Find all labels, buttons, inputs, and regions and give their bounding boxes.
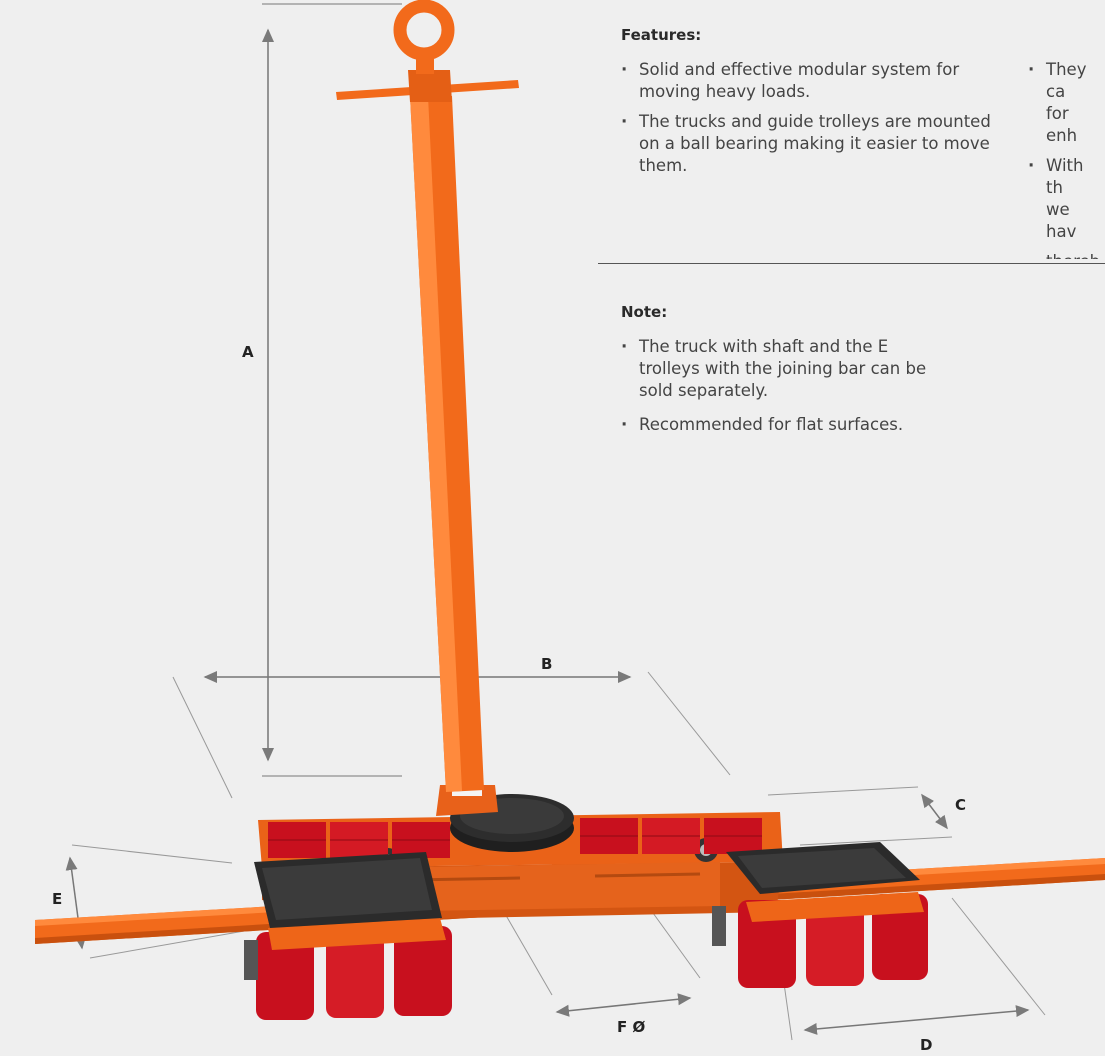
dimension-b-line bbox=[172, 671, 731, 799]
dimension-a-label: A bbox=[242, 343, 254, 361]
dimension-a-line bbox=[262, 3, 402, 777]
section-divider bbox=[598, 263, 1105, 264]
dimension-d-label: D bbox=[920, 1036, 933, 1054]
list-item: The trucks and guide trolleys are mounte… bbox=[621, 111, 991, 177]
dimension-f-label: F Ø bbox=[617, 1018, 646, 1036]
list-item: Solid and effective modular system for m… bbox=[621, 59, 991, 103]
note-title: Note: bbox=[621, 303, 668, 321]
main-truck-rollers bbox=[268, 818, 762, 858]
dimension-b-label: B bbox=[541, 655, 553, 673]
note-list: The truck with shaft and the E trolleys … bbox=[621, 336, 951, 444]
features-title: Features: bbox=[621, 26, 702, 44]
right-trolley bbox=[712, 842, 928, 988]
list-item: The truck with shaft and the E trolleys … bbox=[621, 336, 951, 402]
features-list-cut-column: They ca for enh With th we hav thereb mo… bbox=[1028, 59, 1105, 259]
dimension-c-line bbox=[767, 786, 953, 846]
dimension-c-label: C bbox=[955, 796, 967, 814]
left-trolley bbox=[244, 852, 452, 1020]
steering-handle bbox=[336, 0, 519, 792]
dimension-e-line bbox=[65, 844, 251, 959]
dimension-e-label: E bbox=[52, 890, 63, 908]
list-item: thereb moved bbox=[1028, 251, 1100, 259]
list-item: With th we hav bbox=[1028, 155, 1090, 243]
features-list-continued: They ca for enh With th we hav thereb mo… bbox=[1028, 59, 1100, 259]
features-list: Solid and effective modular system for m… bbox=[621, 59, 991, 185]
list-item: Recommended for flat surfaces. bbox=[621, 414, 951, 436]
list-item: They ca for enh bbox=[1028, 59, 1090, 147]
